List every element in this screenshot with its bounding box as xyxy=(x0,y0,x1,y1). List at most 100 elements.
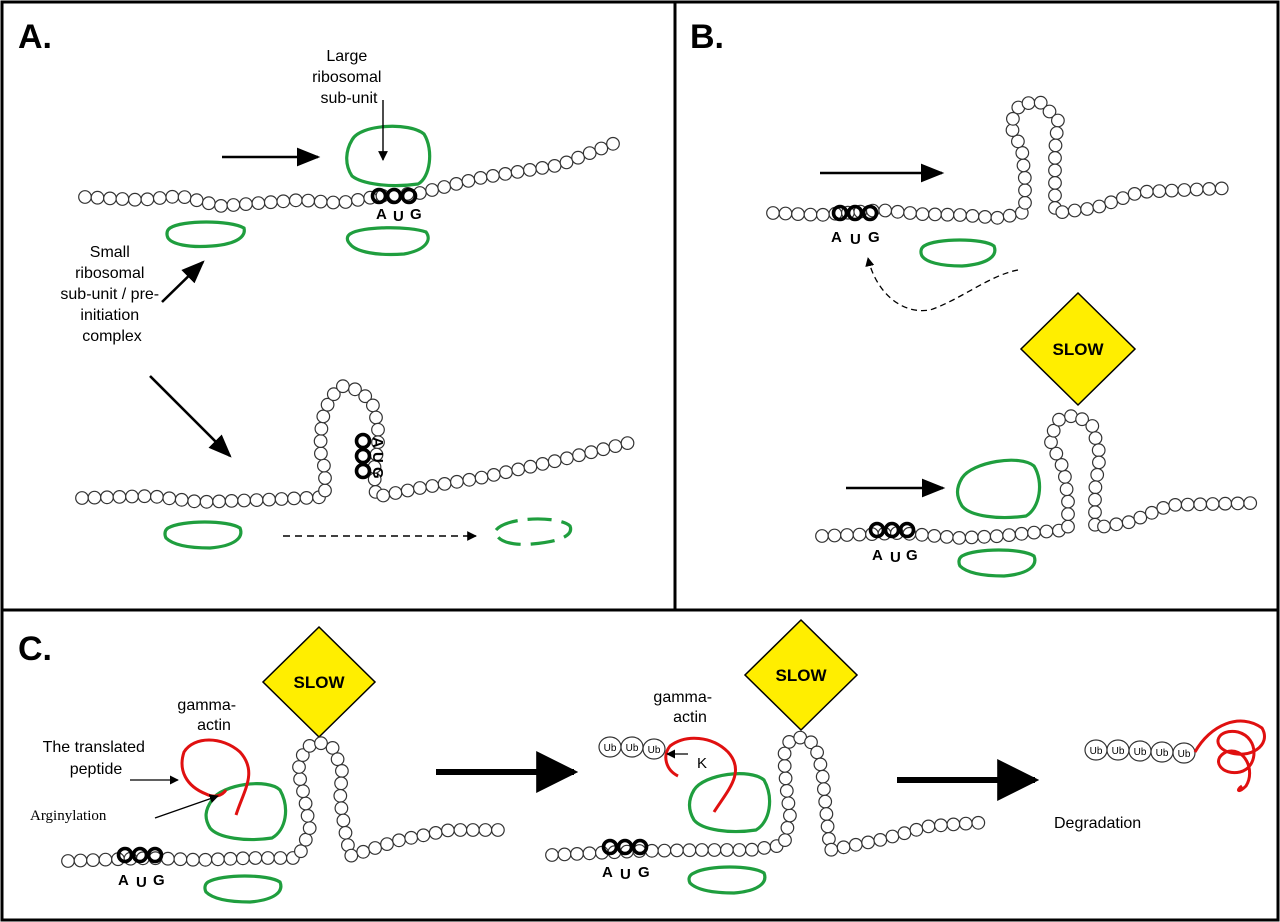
nucleotide xyxy=(98,852,113,867)
nucleotide xyxy=(1042,104,1057,119)
nucleotide xyxy=(392,833,406,848)
nucleotide xyxy=(620,436,635,451)
nucleotide xyxy=(165,189,180,204)
small-ribosomal-subunit-b-top xyxy=(919,238,997,268)
nucleotide xyxy=(1189,182,1204,197)
nucleotide xyxy=(1005,123,1020,138)
nucleotide xyxy=(302,821,317,835)
nucleotide xyxy=(1088,480,1103,495)
nucleotide xyxy=(1049,126,1064,140)
nucleotide xyxy=(302,739,317,753)
nucleotide xyxy=(989,529,1004,544)
arginylation-pointer xyxy=(154,794,219,819)
nucleotide xyxy=(783,808,797,823)
aug-codon-c2: A U G xyxy=(601,838,650,883)
arginylation-label: Arginylation xyxy=(30,808,107,824)
nucleotide xyxy=(1164,183,1179,198)
mrna-strand-c2 xyxy=(545,730,986,862)
nucleotide xyxy=(238,197,253,212)
nucleotide xyxy=(287,491,301,506)
gamma-actin-label-c2: gamma- actin xyxy=(653,689,716,726)
nucleotide xyxy=(952,531,967,545)
nucleotide xyxy=(115,192,130,206)
ub-label: Ub xyxy=(1156,748,1169,759)
codon-u: U xyxy=(136,874,147,891)
nucleotide xyxy=(766,206,780,220)
nucleotide xyxy=(1048,150,1062,165)
nucleotide xyxy=(173,852,188,867)
nucleotide xyxy=(160,851,175,866)
nucleotide xyxy=(90,190,105,205)
nucleotide xyxy=(189,193,204,208)
nucleotide xyxy=(1152,184,1167,199)
nucleotide xyxy=(915,527,929,542)
nucleotide xyxy=(1018,183,1032,198)
nucleotide xyxy=(1044,435,1058,450)
nucleotide xyxy=(248,851,263,865)
nucleotide xyxy=(1088,431,1103,446)
panel-b-border xyxy=(673,0,1280,612)
panel-c-border xyxy=(0,608,1280,922)
nucleotide xyxy=(1091,455,1106,470)
codon-g: G xyxy=(638,864,650,881)
nucleotide xyxy=(149,489,164,504)
nucleotide xyxy=(299,491,314,505)
nucleotide xyxy=(777,759,792,773)
nucleotide xyxy=(224,494,239,508)
nucleotide xyxy=(318,471,332,485)
nucleotide xyxy=(162,491,177,506)
nucleotide xyxy=(1046,423,1061,438)
nucleotide xyxy=(707,843,722,857)
nucleotide xyxy=(804,735,818,750)
nucleotide xyxy=(296,784,310,799)
slow-sign-text: SLOW xyxy=(776,666,828,685)
nucleotide xyxy=(890,204,905,219)
nucleotide xyxy=(953,208,967,222)
nucleotide xyxy=(1088,505,1102,520)
nucleotide xyxy=(1080,202,1094,216)
nucleotide xyxy=(388,486,403,500)
nucleotide xyxy=(174,492,189,507)
nucleotide xyxy=(745,842,759,857)
nucleotide xyxy=(301,193,316,208)
nucleotide xyxy=(584,445,599,460)
nucleotide xyxy=(964,530,979,545)
nucleotide xyxy=(499,465,513,480)
nucleotide xyxy=(1097,519,1111,534)
nucleotide xyxy=(437,477,452,491)
nucleotide xyxy=(237,493,252,508)
nucleotide xyxy=(977,529,992,544)
gamma-actin-peptide-c1 xyxy=(180,738,251,816)
nucleotide xyxy=(1011,134,1025,149)
large-ribosomal-subunit-b xyxy=(955,458,1042,520)
nucleotide xyxy=(78,190,92,204)
nucleotide xyxy=(778,771,793,786)
nucleotide xyxy=(314,446,328,461)
nucleotide xyxy=(1018,195,1032,210)
nucleotide xyxy=(371,422,385,437)
mrna-strand-a-top xyxy=(78,136,620,213)
nucleotide xyxy=(1127,186,1142,201)
aug-codon-b-bottom: A U G xyxy=(868,521,918,566)
nucleotide xyxy=(335,764,349,778)
nucleotide xyxy=(1085,419,1100,433)
nucleotide xyxy=(816,207,830,222)
nucleotide xyxy=(416,828,431,843)
nucleotide xyxy=(827,528,842,543)
nucleotide xyxy=(212,494,227,509)
nucleotide xyxy=(199,494,214,509)
nucleotide xyxy=(921,819,936,834)
free-small-subunit xyxy=(165,220,246,249)
nucleotide xyxy=(336,379,350,394)
nucleotide xyxy=(1144,505,1159,520)
mrna-strand-a-bottom xyxy=(75,379,635,509)
nucleotide xyxy=(928,207,942,222)
nucleotide xyxy=(1193,497,1208,512)
nucleotide xyxy=(657,843,672,858)
nucleotide xyxy=(437,180,452,194)
nucleotide xyxy=(1177,183,1192,197)
nucleotide xyxy=(990,210,1005,225)
codon-u: U xyxy=(890,549,901,566)
nucleotide xyxy=(486,168,500,183)
nucleotide xyxy=(338,195,353,209)
